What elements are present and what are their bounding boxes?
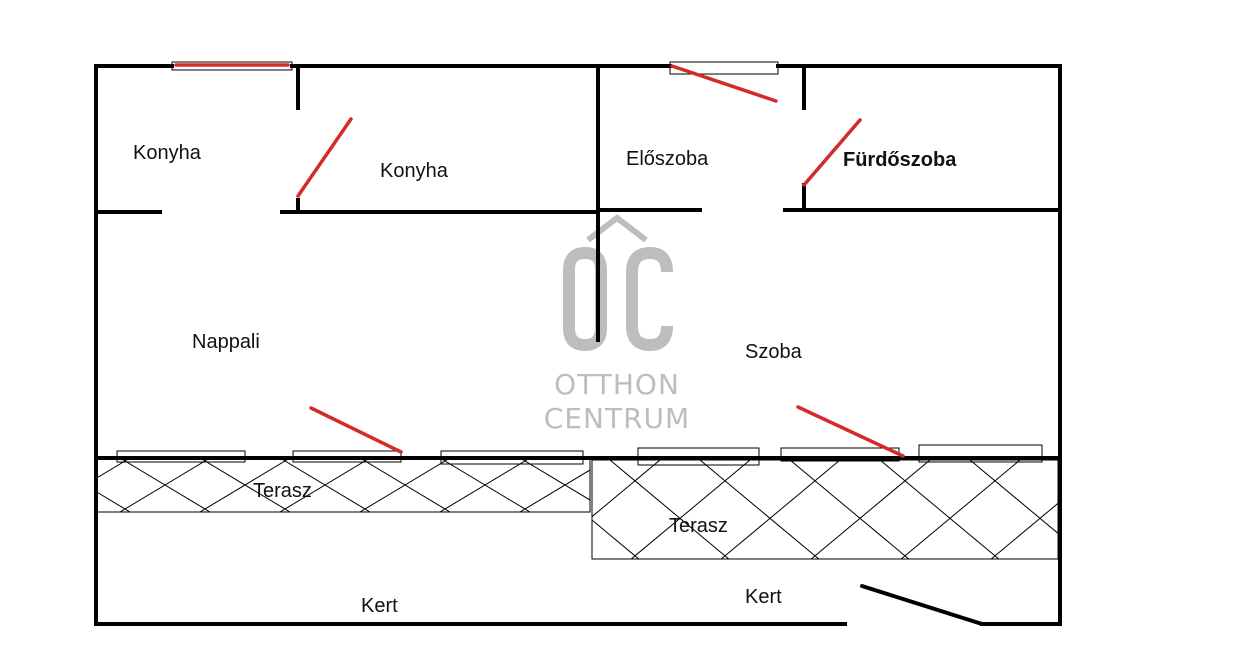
door-kitchen: [296, 117, 353, 198]
window-living-3: [440, 450, 584, 465]
label-bathroom: Fürdőszoba: [843, 149, 957, 171]
label-kitchen-right: Konyha: [380, 160, 449, 182]
window-top-hall: [669, 61, 779, 75]
window-top-kitchen: [171, 61, 293, 71]
label-kitchen-left: Konyha: [133, 142, 202, 164]
door-bathroom: [802, 118, 862, 187]
label-hall: Előszoba: [626, 148, 709, 170]
label-bedroom: Szoba: [745, 341, 803, 363]
window-living-2: [292, 450, 402, 463]
otthon-centrum-logo: OTTHON CENTRUM: [544, 214, 690, 435]
terrace-left-hatch: [96, 457, 591, 513]
door-living-terrace: [309, 406, 403, 454]
windows: [116, 61, 1043, 466]
logo-line2: CENTRUM: [544, 402, 690, 435]
logo-line1: OTTHON: [554, 368, 680, 401]
label-terrace-right: Terasz: [669, 515, 728, 537]
window-living-1: [116, 450, 246, 463]
window-bedroom-1: [637, 447, 760, 466]
window-bedroom-3: [918, 444, 1043, 463]
logo-o-shape: [563, 246, 607, 352]
door-bedroom-terrace: [796, 405, 905, 458]
doors: [174, 63, 905, 458]
label-garden-right: Kert: [745, 586, 782, 608]
label-terrace-left: Terasz: [253, 480, 312, 502]
walls: [94, 64, 1062, 626]
room-labels: Konyha Konyha Előszoba Fürdőszoba Nappal…: [133, 142, 957, 617]
label-living: Nappali: [192, 331, 260, 353]
logo-c-shape: [626, 246, 673, 352]
door-hall-top: [670, 64, 778, 103]
garden-gate: [860, 584, 984, 626]
terrace-right-hatch: [591, 459, 1059, 560]
label-garden-left: Kert: [361, 595, 398, 617]
